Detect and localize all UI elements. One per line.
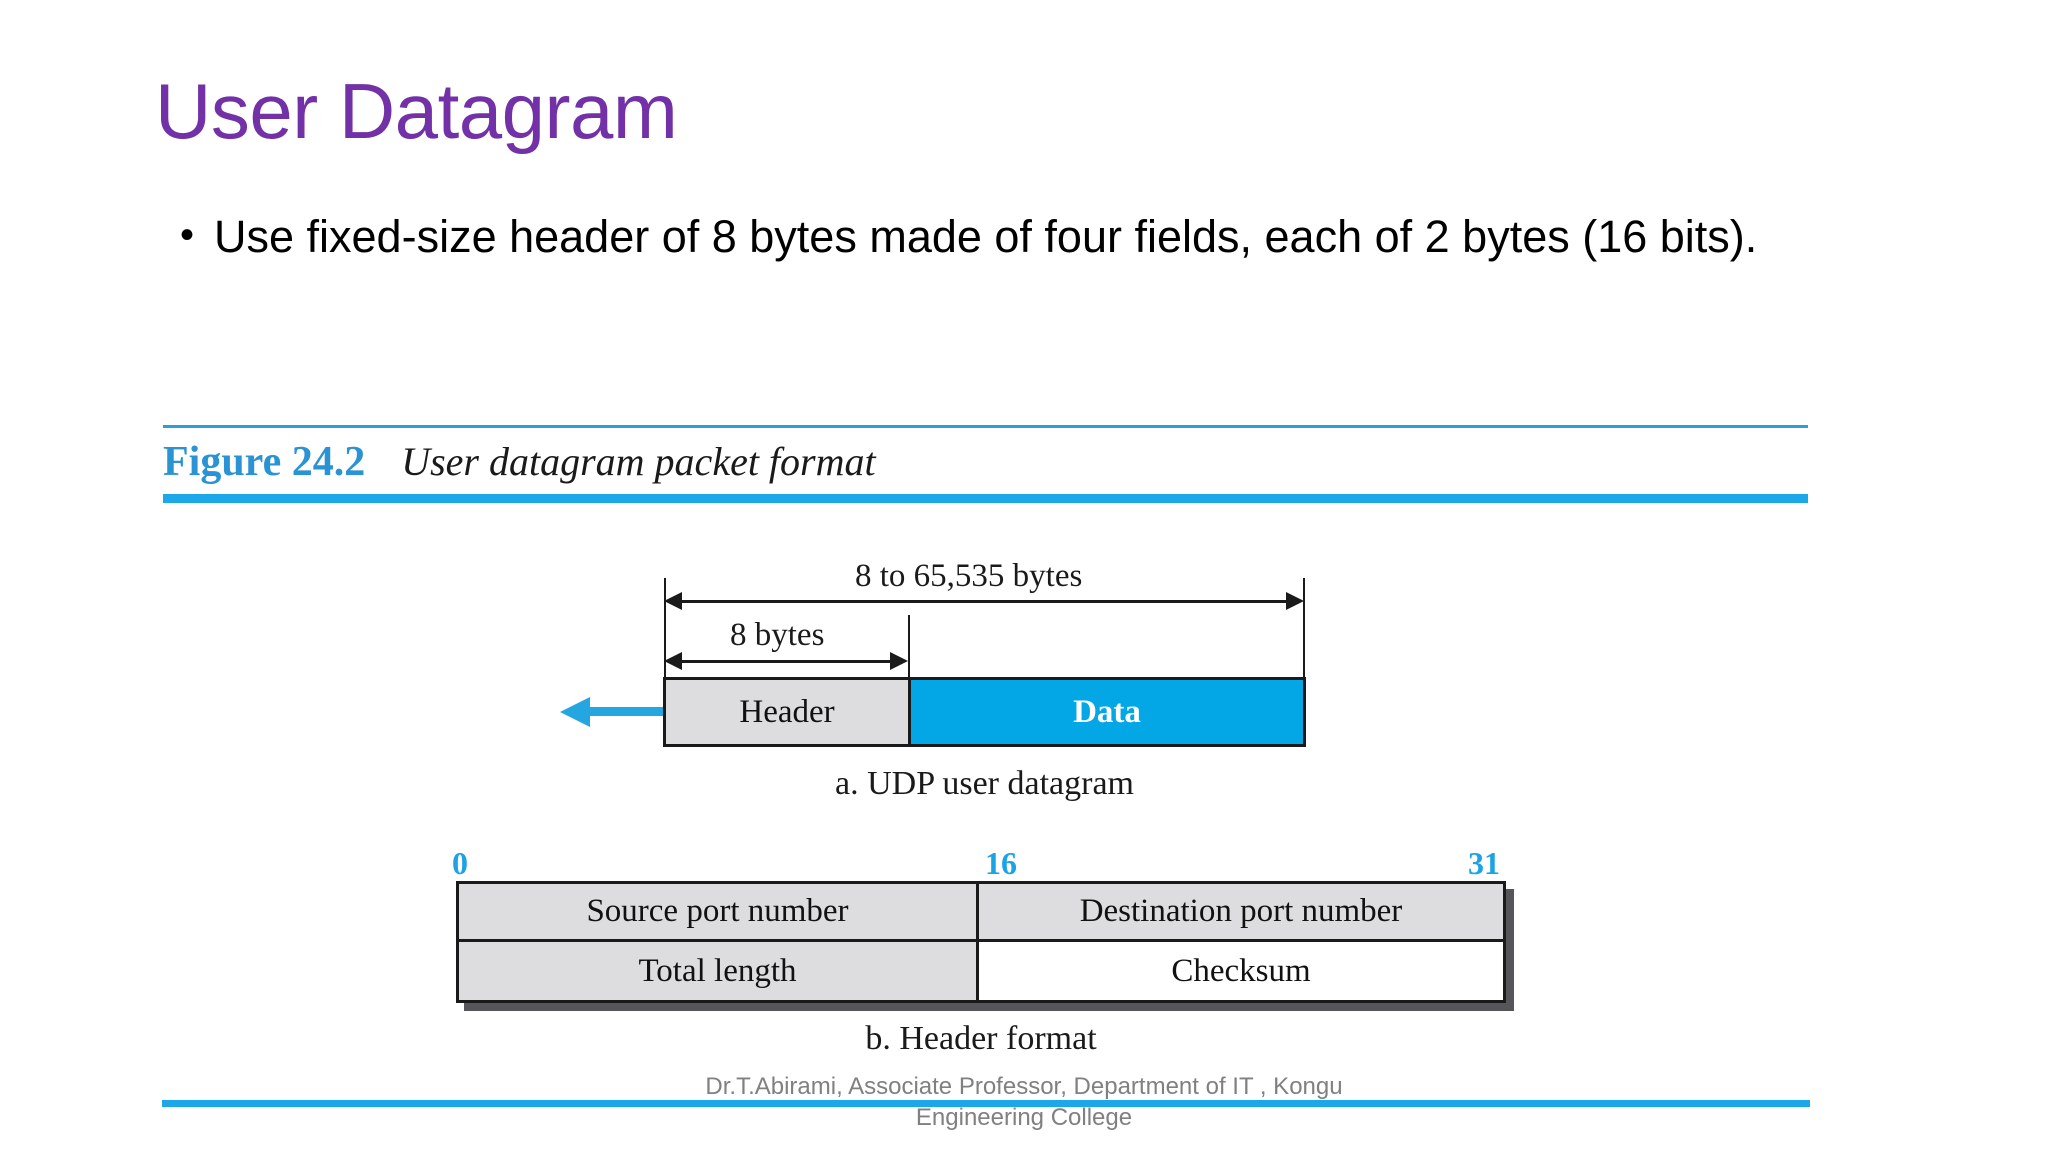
guide-tick-middle <box>908 615 910 678</box>
guide-tick-right <box>1303 578 1305 678</box>
footer-credit: Dr.T.Abirami, Associate Professor, Depar… <box>524 1072 1524 1133</box>
page-title: User Datagram <box>155 67 678 155</box>
dimension-label-header: 8 bytes <box>730 617 825 653</box>
arrow-right-icon <box>1286 592 1304 610</box>
header-field-destination-port: Destination port number <box>979 884 1503 942</box>
dimension-label-total: 8 to 65,535 bytes <box>855 558 1083 594</box>
bullet-text: Use fixed-size header of 8 bytes made of… <box>214 211 1758 262</box>
bit-ruler-0: 0 <box>452 845 468 881</box>
arrow-left-icon <box>664 592 682 610</box>
bit-ruler-31: 31 <box>1468 845 1500 881</box>
bullet-list: • Use fixed-size header of 8 bytes made … <box>180 211 1900 262</box>
figure-rule-top <box>163 425 1808 428</box>
header-format-table: Source port number Destination port numb… <box>456 881 1506 1003</box>
figure-title: User datagram packet format <box>401 439 876 484</box>
diagram-a-caption: a. UDP user datagram <box>835 765 1134 802</box>
diagram-b-caption: b. Header format <box>865 1020 1097 1057</box>
header-field-source-port: Source port number <box>459 884 979 942</box>
figure-number: Figure 24.2 <box>163 439 366 485</box>
footer-rule <box>162 1100 1810 1107</box>
packet-block-data: Data <box>908 677 1306 747</box>
figure-caption-row: Figure 24.2 User datagram packet format <box>163 428 1808 494</box>
pointer-arrow-shaft <box>588 707 664 716</box>
arrow-right-icon <box>890 652 908 670</box>
footer-credit-line1: Dr.T.Abirami, Associate Professor, Depar… <box>705 1073 1343 1100</box>
guide-tick-left <box>664 578 666 678</box>
footer-credit-line2: Engineering College <box>915 1103 1133 1131</box>
figure-rule-bottom <box>163 494 1808 503</box>
header-field-checksum: Checksum <box>979 942 1503 1000</box>
dimension-line-header <box>670 660 902 663</box>
header-field-total-length: Total length <box>459 942 979 1000</box>
figure-caption-band: Figure 24.2 User datagram packet format <box>163 425 1808 503</box>
list-item: • Use fixed-size header of 8 bytes made … <box>180 211 1900 262</box>
packet-block-header: Header <box>663 677 911 747</box>
pointer-arrow-left-icon <box>560 697 590 727</box>
bullet-marker-icon: • <box>180 213 195 257</box>
arrow-left-icon <box>664 652 682 670</box>
dimension-line-total <box>670 600 1298 603</box>
bit-ruler-16: 16 <box>985 845 1017 881</box>
